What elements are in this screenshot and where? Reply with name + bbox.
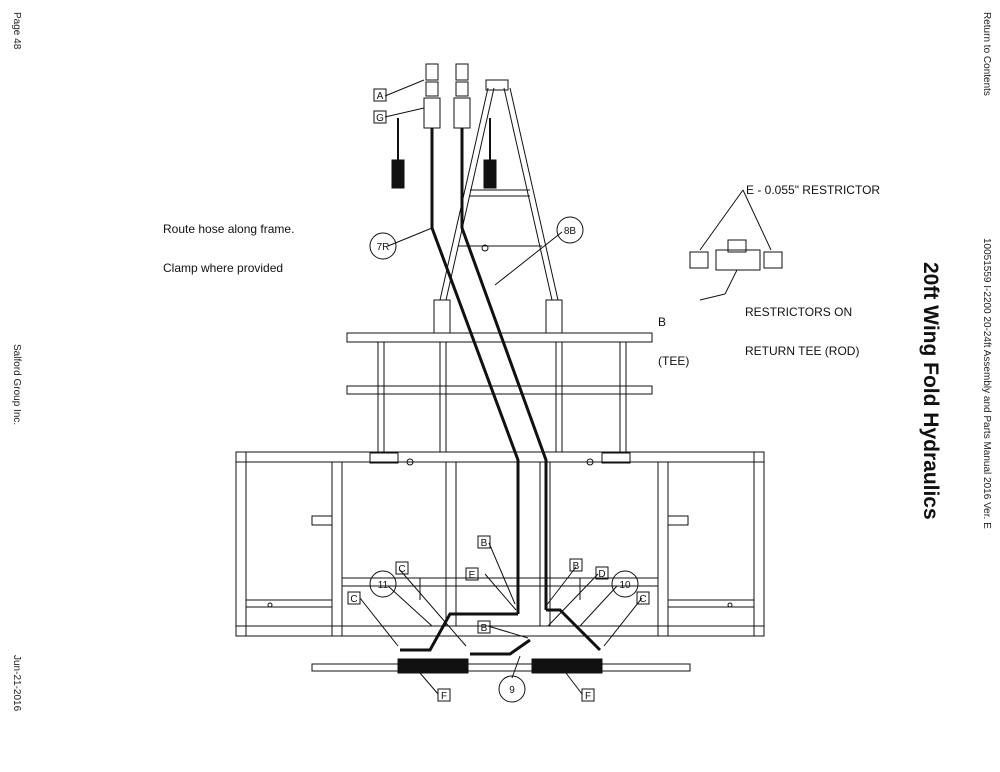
restrictors-on-line1: RESTRICTORS ON xyxy=(745,305,853,319)
callout-f-right: F xyxy=(585,691,591,702)
hose-7r xyxy=(430,128,520,614)
callout-f-left: F xyxy=(441,691,447,702)
callout-g: G xyxy=(376,113,384,124)
callout-9: 9 xyxy=(509,685,515,696)
route-note: Route hose along frame. Clamp where prov… xyxy=(163,197,294,288)
wing-cylinders xyxy=(311,658,691,674)
callout-d: D xyxy=(598,569,605,580)
callout-11: 11 xyxy=(378,580,389,591)
callout-a: A xyxy=(377,91,384,102)
tee-note-line2: (TEE) xyxy=(658,354,690,368)
callout-c-left: C xyxy=(350,594,357,605)
hose-right-wing xyxy=(546,608,602,652)
route-note-line2: Clamp where provided xyxy=(163,261,284,275)
tee-note: B (TEE) xyxy=(658,290,689,381)
callout-7r: 7R xyxy=(377,242,390,253)
callout-b-lower: B xyxy=(481,623,488,634)
hose-couplers xyxy=(423,63,471,129)
callout-e: E xyxy=(469,570,476,581)
callout-c-right: C xyxy=(639,594,646,605)
restrictor-note: E - 0.055" RESTRICTOR xyxy=(746,183,881,197)
restrictor-detail xyxy=(689,189,783,301)
callout-c-left-upper: C xyxy=(398,564,405,575)
callout-boxes xyxy=(347,88,650,702)
hose-8b xyxy=(460,128,548,610)
leader-lines xyxy=(359,79,643,695)
restrictors-on-line2: RETURN TEE (ROD) xyxy=(745,344,860,358)
callout-10: 10 xyxy=(619,580,631,591)
restrictors-on-note: RESTRICTORS ON RETURN TEE (ROD) xyxy=(745,280,859,371)
callout-b-upper: B xyxy=(481,538,488,549)
hoses xyxy=(400,128,602,656)
cylinder-ports xyxy=(391,118,497,189)
frame xyxy=(235,332,765,637)
callout-8b: 8B xyxy=(564,226,577,237)
mast-frame xyxy=(433,79,563,334)
hose-left-wing xyxy=(400,612,518,652)
tee-note-line1: B xyxy=(658,315,667,329)
callout-b-right: B xyxy=(573,561,580,572)
callout-circles xyxy=(369,216,639,703)
route-note-line1: Route hose along frame. xyxy=(163,222,295,236)
hose-9 xyxy=(470,638,531,656)
